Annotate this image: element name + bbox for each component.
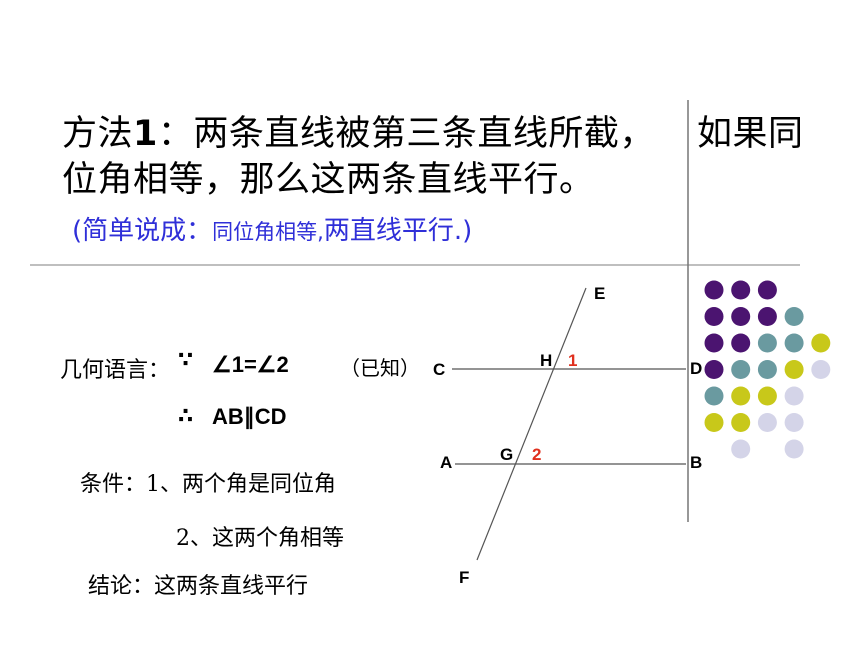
point-label-h: H <box>540 351 552 370</box>
decorative-dot <box>757 386 777 406</box>
point-label-a: A <box>440 453 452 472</box>
simplified-statement: (简单说成：同位角相等,两直线平行.) <box>72 210 472 247</box>
decorative-dot-grid <box>704 280 831 459</box>
decorative-dot <box>757 280 777 300</box>
condition-line1: 条件：1、两个角是同位角 <box>80 466 336 498</box>
decorative-dot <box>784 307 804 326</box>
method-title-line2: 位角相等，那么这两条直线平行。 <box>62 160 595 200</box>
parallel-result: AB∥CD <box>212 404 287 429</box>
decorative-dot <box>731 280 751 300</box>
decorative-dot <box>704 360 724 379</box>
because-symbol: ∵ <box>178 348 193 373</box>
point-label-d: D <box>690 359 702 378</box>
decorative-dot <box>731 333 751 353</box>
decorative-dot <box>731 413 751 432</box>
decorative-dot <box>704 386 724 406</box>
therefore-symbol: ∴ <box>178 404 193 429</box>
condition-item-2: 2、这两个角相等 <box>176 526 344 551</box>
decorative-dot <box>704 307 724 326</box>
simplified-middle: 同位角相等, <box>212 220 324 244</box>
method-title-text: ：两条直线被第三条直线所截， <box>157 114 655 154</box>
decorative-dot <box>757 307 777 326</box>
conclusion: 结论：这两条直线平行 <box>88 574 309 599</box>
decorative-dot <box>731 439 751 459</box>
simplified-close: 两直线平行.) <box>323 216 473 246</box>
point-label-f: F <box>459 568 469 587</box>
known-note: （已知） <box>340 356 420 380</box>
decorative-dot <box>784 333 804 353</box>
transversal-ef <box>476 287 587 561</box>
decorative-dot <box>784 413 804 432</box>
decorative-dot <box>757 333 777 353</box>
point-label-b: B <box>690 453 702 472</box>
decorative-dot <box>757 413 777 432</box>
decorative-dot <box>784 360 804 379</box>
decorative-dot <box>731 360 751 379</box>
method-title-line1: 方法1：两条直线被第三条直线所截， <box>62 112 655 156</box>
point-label-c: C <box>433 360 445 379</box>
point-label-g: G <box>500 445 513 464</box>
decorative-dot <box>731 307 751 326</box>
point-label-e: E <box>594 284 605 303</box>
angle-statement: ∠1=∠2 <box>212 352 289 377</box>
decorative-dot <box>704 280 724 300</box>
decorative-dot <box>704 413 724 432</box>
method-label: 方法 <box>62 114 134 154</box>
decorative-dot <box>811 360 831 379</box>
condition-item-1: 1、两个角是同位角 <box>146 472 337 497</box>
method-number: 1 <box>133 114 158 154</box>
angle-label-1: 1 <box>568 351 577 370</box>
simplified-open: (简单说成： <box>72 216 213 246</box>
decorative-dot <box>784 439 804 459</box>
decorative-dot <box>731 386 751 406</box>
decorative-dot <box>757 360 777 379</box>
angle-label-2: 2 <box>532 445 541 464</box>
decorative-dot <box>704 333 724 353</box>
geometry-label: 几何语言： <box>60 358 171 383</box>
decorative-dot <box>784 386 804 406</box>
method-title-right: 如果同 <box>697 114 804 154</box>
decorative-dot <box>811 333 831 353</box>
condition-label: 条件： <box>80 472 147 497</box>
